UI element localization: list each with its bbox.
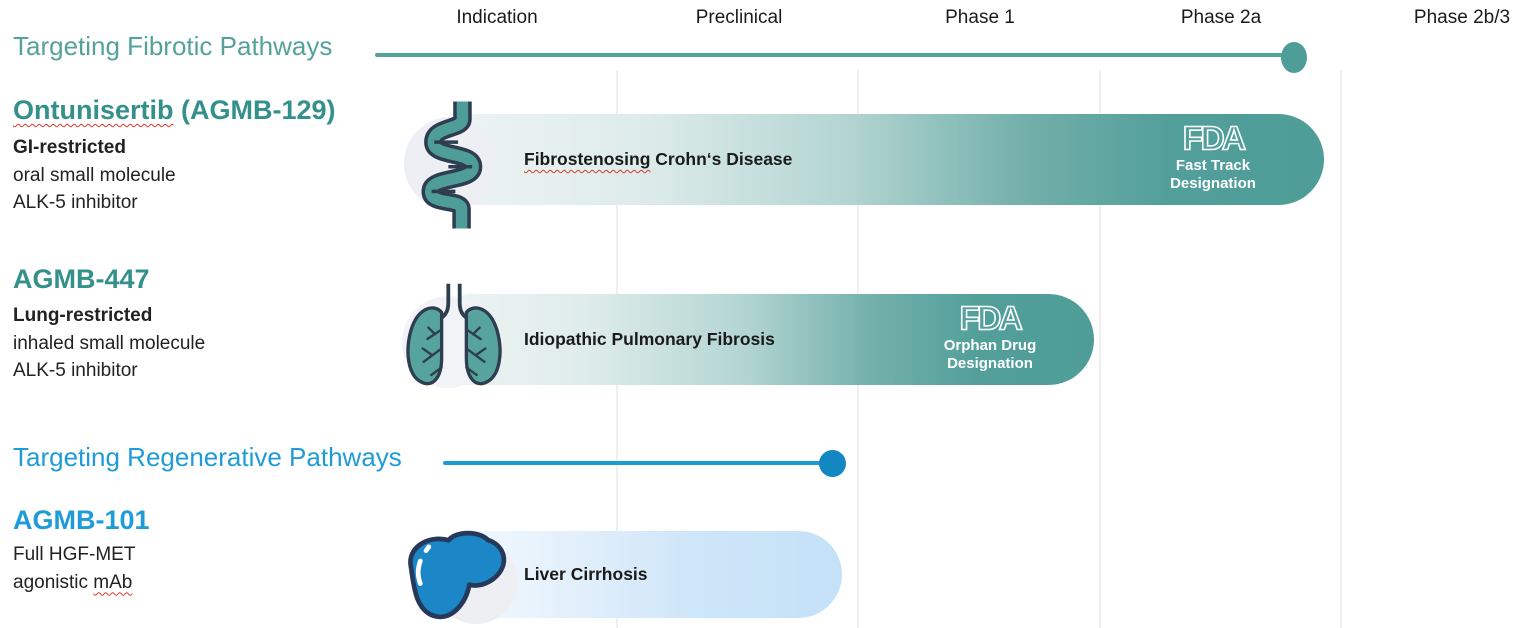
regenerative-progress-dot bbox=[819, 450, 846, 477]
badge-line2: Designation bbox=[1170, 175, 1256, 192]
badge-line2: Designation bbox=[947, 355, 1033, 372]
lungs-icon bbox=[406, 283, 502, 386]
indication-word: Fibrostenosing bbox=[524, 149, 651, 169]
program-trait: Lung-restricted bbox=[13, 305, 153, 326]
program-modality: inhaled small molecule bbox=[13, 332, 206, 354]
program-modality: oral small molecule bbox=[13, 164, 176, 186]
section-title-fibrotic: Targeting Fibrotic Pathways bbox=[13, 31, 333, 61]
program-desc-line1: Full HGF-MET bbox=[13, 544, 136, 565]
program-name: Ontunisertib bbox=[13, 95, 174, 125]
intestine-icon bbox=[421, 101, 483, 229]
column-header-preclinical: Preclinical bbox=[695, 7, 783, 28]
program-description-agmb129: GI-restricted oral small molecule ALK-5 … bbox=[13, 134, 176, 217]
regenerative-progress-line bbox=[443, 461, 823, 465]
program-desc-line2: agonistic bbox=[13, 571, 94, 593]
indication-rest: Crohn‘s Disease bbox=[650, 149, 793, 169]
fibrotic-progress-dot bbox=[1281, 42, 1307, 73]
program-heading-agmb101: AGMB-101 bbox=[13, 505, 150, 535]
program-target: ALK-5 inhibitor bbox=[13, 192, 138, 213]
column-header-phase-1: Phase 1 bbox=[945, 7, 1015, 28]
program-desc-line2-word: mAb bbox=[93, 571, 133, 593]
indication-label: Fibrostenosing Crohn‘s Disease bbox=[458, 149, 792, 170]
column-header-phase-2b3: Phase 2b/3 bbox=[1413, 7, 1511, 28]
svg-text:FDA: FDA bbox=[960, 300, 1023, 337]
fda-fast-track-badge: FDA Fast Track Designation bbox=[1170, 120, 1256, 193]
column-header-indication: Indication bbox=[456, 7, 538, 28]
indication-label: Liver Cirrhosis bbox=[524, 564, 648, 584]
pipeline-bar-ipf: Idiopathic Pulmonary Fibrosis FDA Orphan… bbox=[458, 294, 1094, 385]
program-heading-agmb447: AGMB-447 bbox=[13, 264, 150, 294]
program-heading-agmb129: Ontunisertib (AGMB-129) bbox=[13, 95, 336, 126]
badge-line1: Fast Track bbox=[1175, 157, 1251, 174]
phase-gridline bbox=[1340, 70, 1342, 628]
svg-text:FDA: FDA bbox=[1183, 120, 1246, 157]
program-description-agmb447: Lung-restricted inhaled small molecule A… bbox=[13, 302, 205, 385]
pipeline-bar-liver-cirrhosis: Liver Cirrhosis bbox=[460, 531, 842, 618]
pipeline-bar-crohns: Fibrostenosing Crohn‘s Disease FDA Fast … bbox=[458, 114, 1324, 205]
program-target: ALK-5 inhibitor bbox=[13, 360, 138, 381]
fda-logo-icon: FDA bbox=[1182, 120, 1250, 158]
fda-orphan-drug-badge: FDA Orphan Drug Designation bbox=[944, 300, 1037, 373]
program-code: (AGMB-129) bbox=[173, 95, 336, 125]
phase-gridline bbox=[1099, 70, 1101, 628]
program-description-agmb101: Full HGF-MET agonistic mAb bbox=[13, 541, 135, 596]
badge-line1: Orphan Drug bbox=[943, 337, 1037, 354]
indication-label: Idiopathic Pulmonary Fibrosis bbox=[524, 329, 775, 349]
program-trait: GI-restricted bbox=[13, 137, 126, 158]
liver-icon bbox=[408, 530, 507, 620]
fibrotic-progress-line bbox=[375, 53, 1283, 57]
fda-logo-icon: FDA bbox=[959, 300, 1027, 338]
column-header-phase-2a: Phase 2a bbox=[1180, 7, 1262, 28]
section-title-regenerative: Targeting Regenerative Pathways bbox=[13, 442, 402, 472]
